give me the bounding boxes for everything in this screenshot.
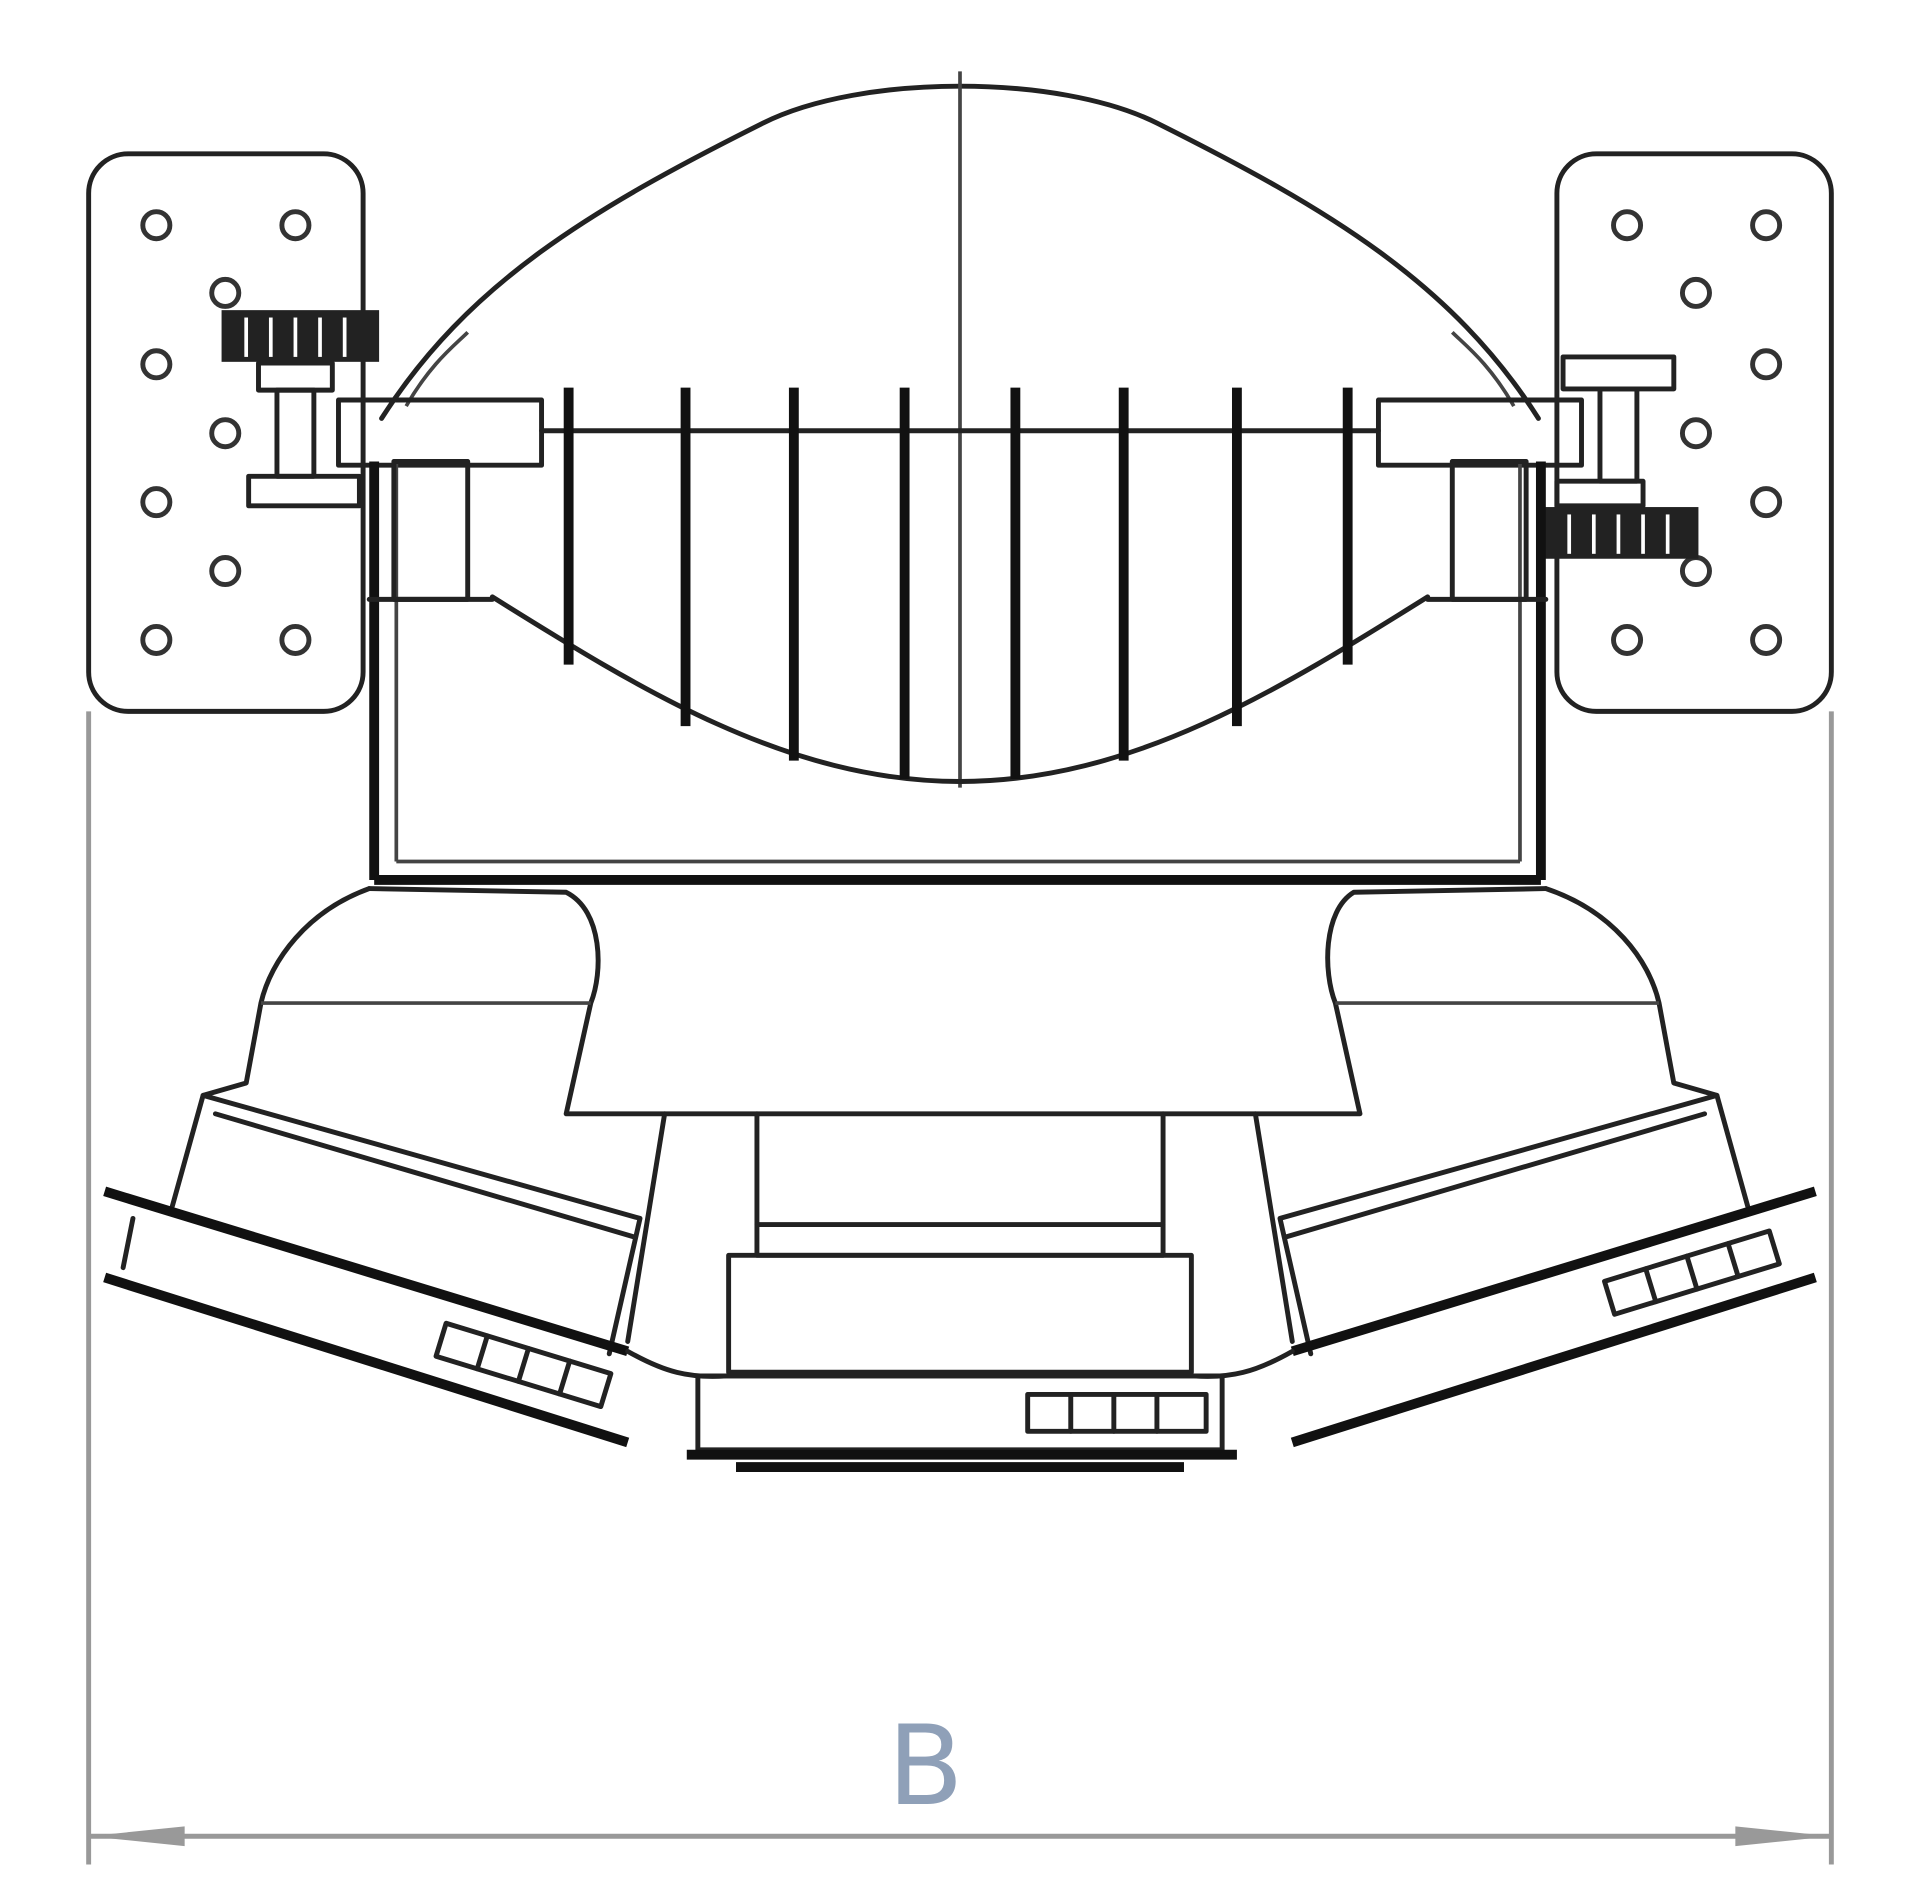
width-dimension: B (86, 711, 1834, 1865)
lower-assembly (103, 886, 1817, 1472)
frame (366, 459, 1549, 885)
dimension-arrow-left (88, 1826, 185, 1847)
right-mounting-plate (1540, 151, 1834, 714)
left-mounting-plate (86, 151, 380, 714)
dimension-arrow-right (1735, 1826, 1832, 1847)
dome-housing (336, 71, 1584, 788)
dimension-label: B (888, 1702, 964, 1831)
